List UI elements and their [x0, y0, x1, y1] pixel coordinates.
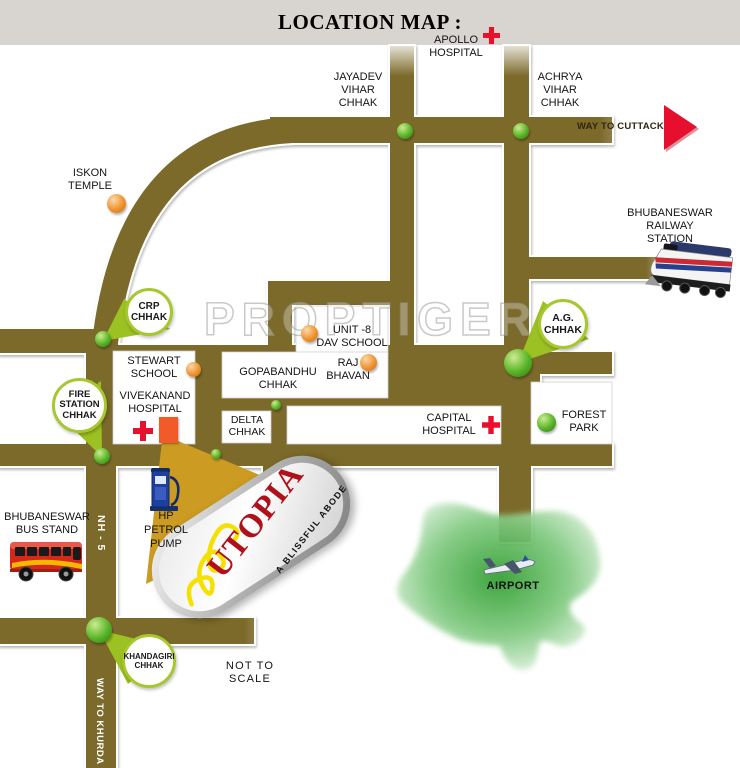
red-cross-icon — [482, 416, 500, 434]
label-not-to-scale: NOT TO SCALE — [225, 660, 275, 685]
landmark-dot-raj — [360, 354, 377, 371]
label-airport: AIRPORT — [486, 580, 540, 592]
junction-dot-khandagiri — [86, 617, 112, 643]
label-way-to-cuttack: WAY TO CUTTACK — [577, 121, 664, 132]
label-nh5: NH - 5 — [95, 515, 107, 552]
flourish-icon — [186, 523, 240, 607]
utopia-logo: UTOPIA A BLISSFUL ABODE — [133, 437, 369, 637]
landmark-dot-iskon — [107, 194, 126, 213]
junction-dot — [513, 123, 529, 139]
junction-dot-ag — [504, 349, 532, 377]
junction-dot-fire — [94, 448, 110, 464]
junction-dot-crp — [95, 331, 111, 347]
airport-area — [397, 503, 601, 671]
badge-ag-chhak: A.G. CHHAK — [538, 299, 588, 349]
badge-fire-station-chhak: FIRE STATION CHHAK — [52, 378, 107, 433]
junction-dot — [271, 400, 281, 410]
plane-icon — [478, 550, 542, 580]
red-cross-icon — [483, 27, 500, 44]
landmark-dot-stewart — [186, 362, 201, 377]
badge-khandagiri-chhak: KHANDAGIRI CHHAK — [122, 634, 176, 688]
page-title: LOCATION MAP : — [278, 10, 462, 34]
junction-dot — [211, 449, 221, 459]
badge-crp-chhak: CRP CHHAK — [125, 288, 173, 336]
utopia-logo-face: UTOPIA A BLISSFUL ABODE — [143, 447, 359, 627]
petrol-pump-icon — [148, 466, 182, 512]
train-icon — [645, 238, 740, 302]
bus-icon — [8, 536, 86, 584]
watermark: PROPTIGER — [203, 292, 538, 346]
header-bar: LOCATION MAP : — [0, 0, 740, 45]
hospital-building-icon — [159, 417, 178, 443]
forest-park-dot — [537, 413, 556, 432]
junction-dot — [397, 123, 413, 139]
landmark-dot-unit8 — [301, 325, 318, 342]
red-cross-icon — [133, 421, 153, 441]
label-way-to-khurda: WAY TO KHURDA — [94, 678, 105, 765]
